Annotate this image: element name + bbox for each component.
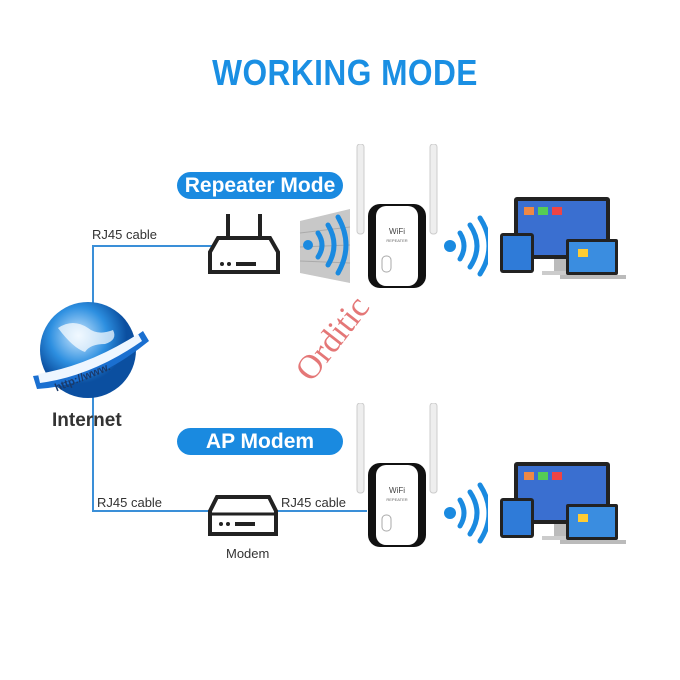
device-model: REPEATER — [386, 497, 407, 502]
wifi-repeater-device: WiFi REPEATER — [356, 144, 438, 288]
cable-label: RJ45 cable — [281, 495, 347, 510]
device-brand: WiFi — [389, 227, 405, 236]
cable-line — [272, 510, 367, 512]
wall-signal-icon — [299, 209, 351, 283]
internet-globe-icon: http://www. — [33, 302, 149, 398]
cable-line — [92, 510, 212, 512]
cable-line — [92, 245, 212, 247]
modem-label: Modem — [226, 546, 270, 561]
ap-modem-badge: AP Modem — [177, 428, 343, 455]
router-icon — [208, 214, 280, 274]
cable-label: RJ45 cable — [97, 495, 163, 510]
wifi-repeater-device: WiFi REPEATER — [356, 403, 438, 547]
repeater-mode-badge: Repeater Mode — [177, 172, 343, 199]
device-brand: WiFi — [389, 486, 405, 495]
page-title: WORKING MODE — [212, 52, 478, 93]
client-devices-icon — [500, 197, 626, 279]
cable-label: RJ45 cable — [92, 227, 158, 242]
modem-icon — [208, 495, 278, 536]
client-devices-icon — [500, 462, 626, 544]
wifi-waves-icon — [444, 482, 488, 544]
watermark: Orditic — [288, 289, 377, 389]
device-model: REPEATER — [386, 238, 407, 243]
wifi-waves-icon — [444, 215, 488, 277]
internet-label: Internet — [52, 410, 122, 431]
